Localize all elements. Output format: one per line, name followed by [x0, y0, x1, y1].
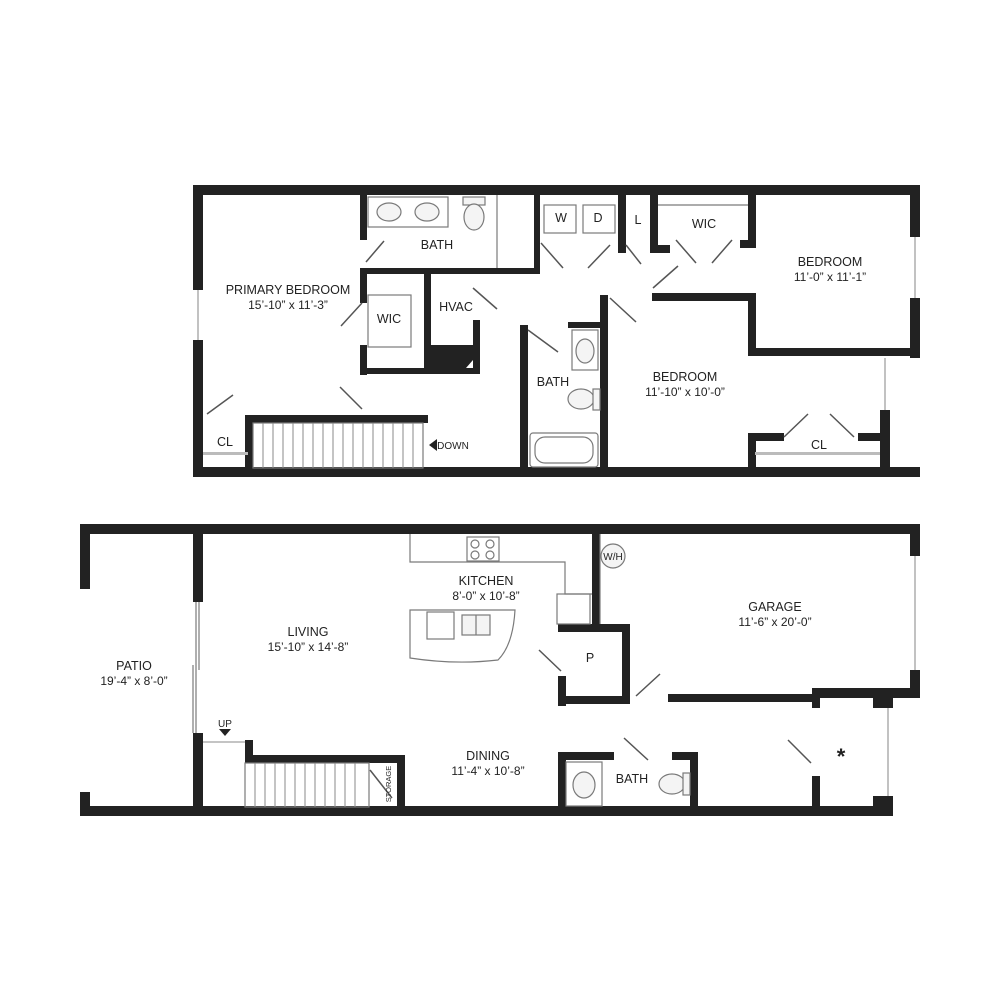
bedroom-2-label: BEDROOM [798, 255, 863, 269]
lower-exterior-walls [80, 524, 920, 816]
water-heater-label: W/H [603, 552, 622, 563]
toilet-icon [567, 388, 595, 410]
sink-icon [572, 771, 596, 799]
garage-label: GARAGE [748, 600, 802, 614]
upper-floor: PRIMARY BEDROOM 15’-10” x 11’-3” BATH WI… [193, 185, 920, 477]
primary-bath-label: BATH [421, 238, 453, 252]
door-swing-icon [369, 649, 812, 799]
pantry-label: P [586, 651, 594, 665]
hall-bath-label: BATH [537, 375, 569, 389]
upper-fixtures [367, 195, 748, 468]
upper-exterior-walls [193, 185, 920, 477]
asterisk-marker: * [837, 744, 846, 769]
kitchen-label: KITCHEN [459, 574, 514, 588]
bedroom-2-size: 11’-0” x 11’-1” [794, 270, 866, 284]
living-size: 15’-10” x 14’-8” [268, 640, 349, 654]
cooktop-icon [466, 536, 500, 562]
kitchen-size: 8’-0” x 10’-8” [452, 589, 519, 603]
water-heater-icon [600, 543, 626, 569]
primary-bedroom-size: 15’-10” x 11’-3” [248, 298, 328, 312]
bedroom-3-label: BEDROOM [653, 370, 718, 384]
dining-size: 11’-4” x 10’-8” [451, 764, 524, 778]
garage-size: 11’-6” x 20’-0” [738, 615, 811, 629]
sink-icon [376, 202, 402, 222]
sink-icon [575, 338, 595, 364]
door-swing-icon [206, 239, 855, 438]
closet-2-label: CL [811, 438, 827, 452]
lower-stair [203, 741, 370, 808]
living-label: LIVING [288, 625, 329, 639]
lower-interior-walls [193, 534, 820, 812]
stair-down-label: DOWN [437, 441, 469, 452]
closet-1-label: CL [217, 435, 233, 449]
sink-icon [414, 202, 440, 222]
linen-label: L [635, 213, 642, 227]
toilet-icon [463, 203, 485, 231]
dryer-label: D [593, 211, 602, 225]
dining-label: DINING [466, 749, 510, 763]
primary-wic-label: WIC [377, 312, 401, 326]
washer-label: W [555, 211, 567, 225]
upper-stair [252, 422, 424, 469]
primary-bedroom-label: PRIMARY BEDROOM [226, 283, 351, 297]
powder-bath-label: BATH [616, 772, 648, 786]
kitchen-fixtures [409, 534, 592, 663]
patio-label: PATIO [116, 659, 152, 673]
wic-label: WIC [692, 217, 716, 231]
stair-up-label: UP [218, 719, 232, 730]
patio-size: 19’-4” x 8’-0” [100, 674, 167, 688]
toilet-icon [658, 773, 686, 795]
arrow-icon [219, 729, 231, 736]
lower-floor: PATIO 19’-4” x 8’-0” LIVING 15’-10” x 14… [80, 524, 920, 816]
bedroom-3-size: 11’-10” x 10’-0” [645, 385, 725, 399]
arrow-icon [429, 439, 437, 451]
upper-interior-walls [203, 195, 920, 477]
bathtub-icon [529, 432, 599, 468]
hvac-label: HVAC [439, 300, 473, 314]
sliding-door [192, 602, 200, 733]
storage-label: STORAGE [384, 766, 393, 803]
